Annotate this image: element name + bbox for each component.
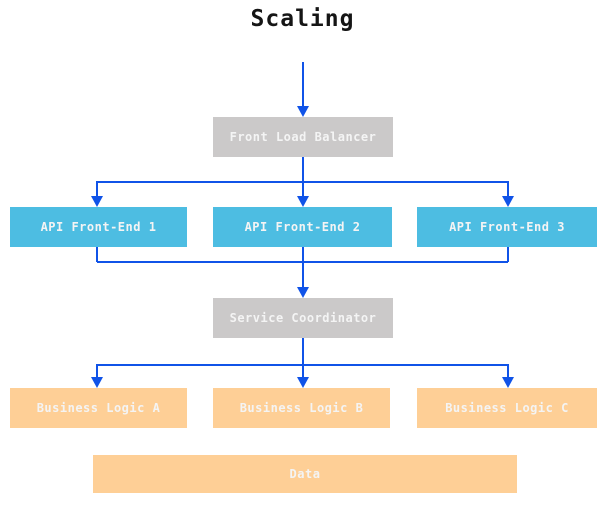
node-front-load-balancer: Front Load Balancer (213, 117, 393, 157)
node-label: Data (289, 467, 321, 481)
node-label: API Front-End 1 (40, 220, 157, 234)
node-label: API Front-End 3 (449, 220, 565, 234)
node-business-logic-a: Business Logic A (10, 388, 187, 428)
node-api-front-end-1: API Front-End 1 (10, 207, 187, 247)
node-business-logic-b: Business Logic B (213, 388, 390, 428)
node-label: Business Logic C (445, 401, 569, 415)
node-data: Data (93, 455, 517, 493)
node-business-logic-c: Business Logic C (417, 388, 597, 428)
node-label: Business Logic A (36, 401, 161, 415)
node-api-front-end-3: API Front-End 3 (417, 207, 597, 247)
diagram-title: Scaling (250, 6, 355, 32)
node-label: Service Coordinator (229, 311, 377, 325)
node-api-front-end-2: API Front-End 2 (213, 207, 392, 247)
node-label: Business Logic B (239, 401, 364, 415)
node-label: API Front-End 2 (244, 220, 361, 234)
node-label: Front Load Balancer (229, 130, 377, 144)
node-service-coordinator: Service Coordinator (213, 298, 393, 338)
